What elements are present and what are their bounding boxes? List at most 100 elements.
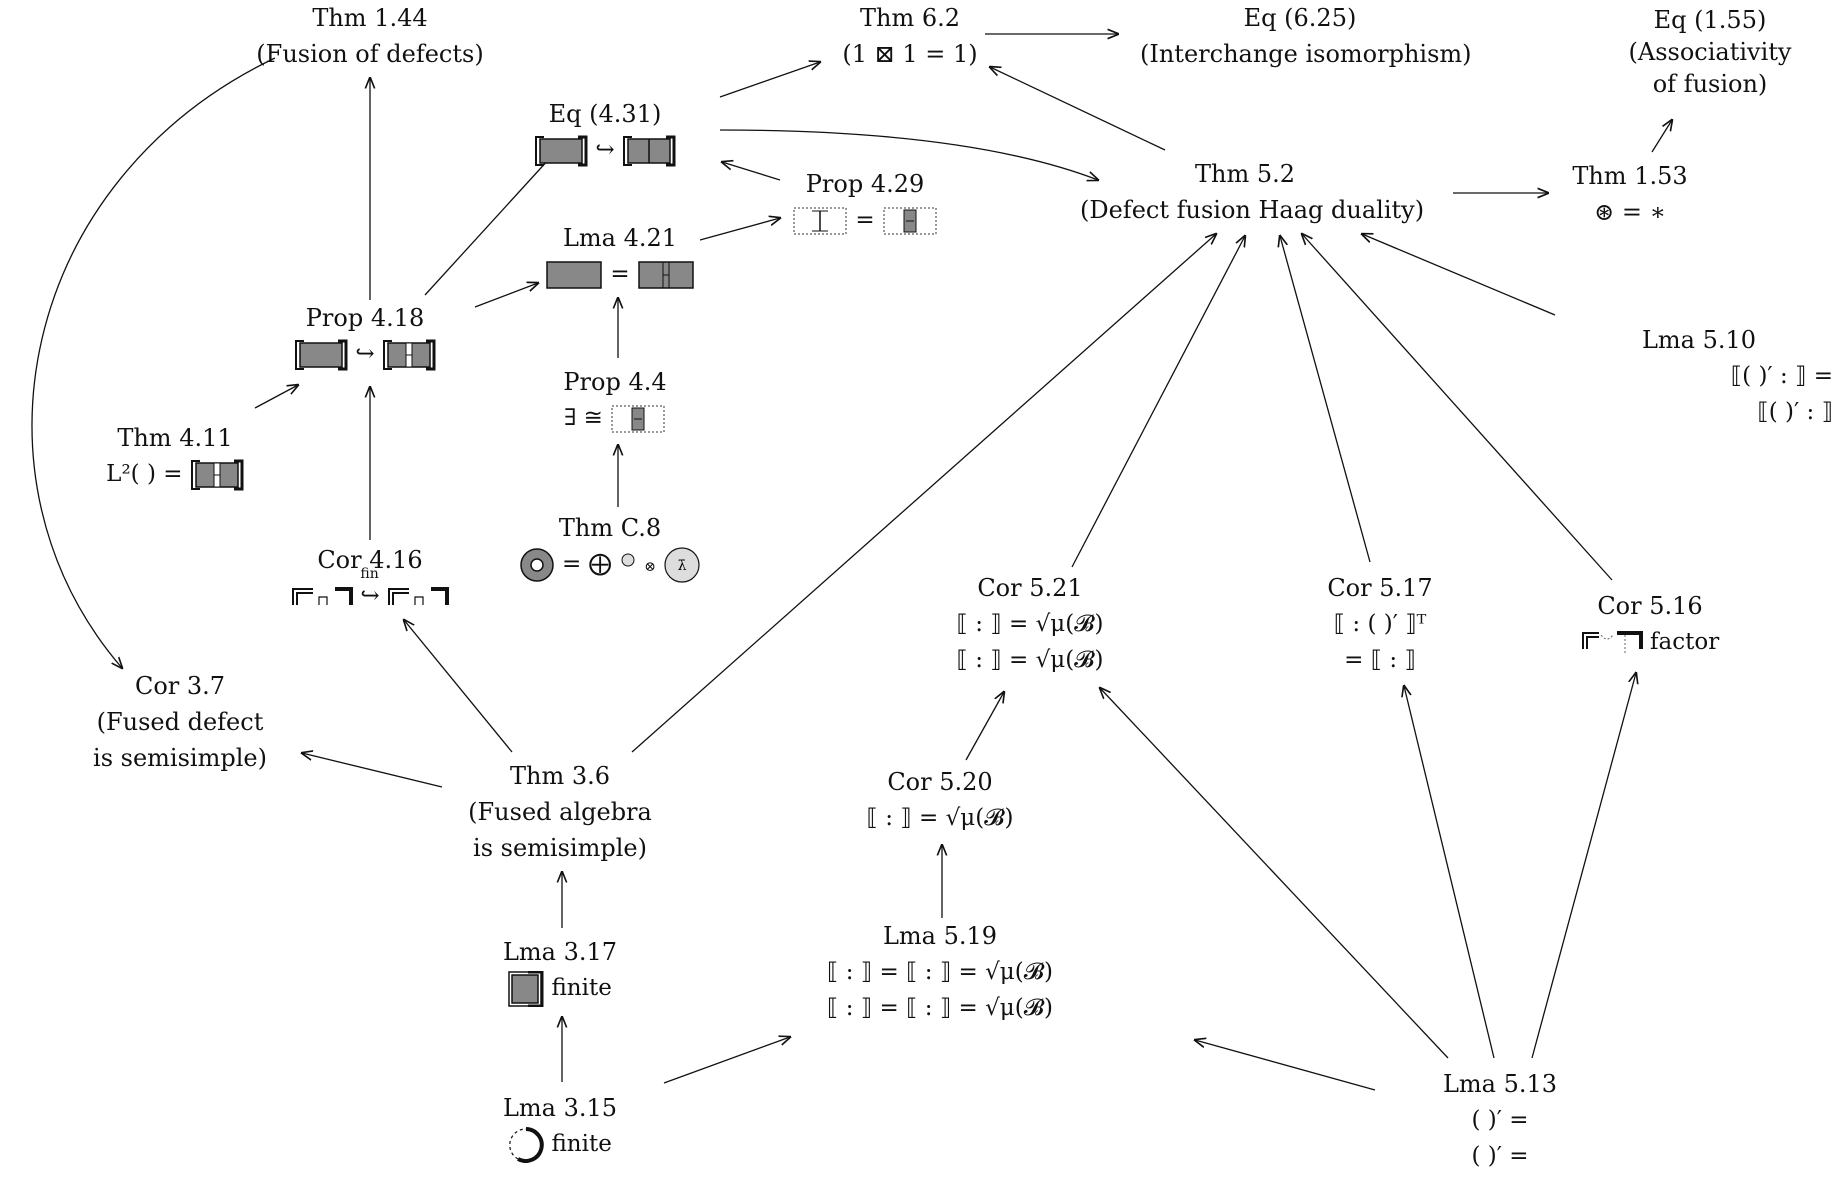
node-formula: fin↪	[270, 566, 470, 614]
node-label: Lma 5.10	[1641, 326, 1757, 354]
node-label: Thm 4.11	[117, 424, 233, 452]
edge-eq-4-31-to-thm-6-2	[719, 62, 820, 98]
node-formula: =	[530, 256, 710, 292]
node-label: Thm 5.2	[1194, 160, 1296, 188]
node-formula: finite	[480, 970, 640, 1007]
edge-prop-4-18-to-eq-4-31	[424, 147, 560, 296]
node-formula-line2: = ⟦ : ⟧	[1344, 647, 1416, 673]
cut-defect-icon	[638, 261, 694, 289]
node-thm-5-2: Thm 5.2 (Defect fusion Haag duality)	[1080, 156, 1425, 228]
node-formula: ↪	[520, 132, 690, 168]
node-formula: ⊛ = ∗	[1594, 198, 1666, 226]
defect-bracket-icon	[1581, 631, 1643, 655]
edge-lma-4-21-to-prop-4-29	[699, 218, 780, 241]
node-prop-4-4: Prop 4.4 ∃ ≅	[525, 364, 705, 436]
node-label: Eq (1.55)	[1653, 6, 1767, 34]
node-formula: ⟦ : ⟧ = √μ(𝓑)	[866, 805, 1014, 831]
edge-eq-4-31-to-thm-5-2	[719, 129, 1098, 180]
node-formula-line1: ⟦ : ⟧ = ⟦ : ⟧ = √μ(𝓑)	[827, 959, 1053, 985]
node-subtitle-line2: is semisimple)	[473, 834, 647, 862]
node-label: Cor 4.16	[317, 546, 423, 574]
node-formula: finite	[480, 1126, 640, 1163]
node-formula: ∃ ≅	[525, 400, 705, 436]
node-thm-4-11: Thm 4.11 L²( ) =	[55, 420, 295, 492]
node-label: Cor 5.17	[1327, 574, 1433, 602]
node-subtitle: (Interchange isomorphism)	[1140, 40, 1472, 68]
node-cor-5-17: Cor 5.17 ⟦ : ( )′ ⟧ᵀ = ⟦ : ⟧	[1250, 570, 1510, 678]
small-disk-icon	[621, 553, 635, 567]
node-cor-5-20: Cor 5.20 ⟦ : ⟧ = √μ(𝓑)	[790, 764, 1090, 836]
node-thm-3-6: Thm 3.6 (Fused algebra is semisimple)	[450, 758, 670, 866]
node-label: Cor 5.20	[887, 768, 993, 796]
node-label: Cor 3.7	[134, 672, 226, 700]
node-formula-line2: ⟦ : ⟧ = ⟦ : ⟧ = √μ(𝓑)	[827, 995, 1053, 1021]
node-subtitle-line1: (Fused algebra	[468, 798, 652, 826]
hook-arrow: ↪	[360, 583, 380, 609]
cut-fused-defect-icon	[190, 459, 244, 491]
node-lma-5-13: Lma 5.13 ( )′ = ( )′ =	[1390, 1066, 1610, 1174]
fused-defect-icon	[295, 339, 348, 371]
node-label: Thm 1.44	[312, 4, 428, 32]
half-defect-icon	[292, 587, 354, 605]
edge-thm-3-6-to-thm-5-2	[631, 234, 1216, 753]
node-formula-line1: ⟦ : ( )′ ⟧ᵀ	[1333, 611, 1427, 637]
node-formula: = ⨁ ⊗ λ̄	[510, 546, 710, 585]
node-formula-line1: ⟦ : ⟧ = √μ(𝓑)	[956, 611, 1104, 637]
node-eq-1-55: Eq (1.55) (Associativity of fusion)	[1610, 4, 1810, 100]
node-label: Lma 3.15	[502, 1094, 618, 1122]
edge-lma-5-13-to-cor-5-17	[1404, 686, 1495, 1059]
node-label: Eq (6.25)	[1243, 4, 1357, 32]
node-label: Cor 5.21	[977, 574, 1083, 602]
edge-lma-3-15-to-lma-5-19	[663, 1037, 790, 1084]
framed-square-icon	[508, 971, 544, 1007]
node-thm-6-2: Thm 6.2 (1 ⊠ 1 = 1)	[820, 0, 1000, 72]
node-label: Thm C.8	[558, 514, 662, 542]
node-subtitle: (1 ⊠ 1 = 1)	[842, 40, 978, 68]
node-subtitle-line2: of fusion)	[1652, 70, 1768, 98]
cut-fused-defect-icon	[382, 339, 436, 371]
edge-thm-1-53-to-eq-1-55	[1651, 120, 1672, 153]
node-subtitle-line1: (Fused defect	[96, 708, 264, 736]
node-prop-4-29: Prop 4.29 =	[780, 166, 950, 238]
node-subtitle: (Defect fusion Haag duality)	[1080, 196, 1425, 224]
node-prop-4-18: Prop 4.18 ↪	[275, 300, 455, 372]
split-defect-icon	[622, 135, 676, 167]
dotted-bar-icon	[883, 207, 937, 235]
node-label: Cor 5.16	[1597, 592, 1703, 620]
node-formula-line1: ( )′ =	[1471, 1107, 1529, 1133]
node-label: Lma 5.19	[882, 922, 998, 950]
node-label: Thm 3.6	[509, 762, 611, 790]
edge-thm-5-2-to-thm-6-2	[990, 67, 1166, 151]
half-defect-icon	[387, 587, 449, 605]
node-lma-3-15: Lma 3.15 finite	[480, 1090, 640, 1163]
node-eq-6-25: Eq (6.25) (Interchange isomorphism)	[1140, 0, 1472, 72]
node-formula: =	[780, 202, 950, 238]
node-label: Prop 4.18	[305, 304, 425, 332]
node-thm-c-8: Thm C.8 = ⨁ ⊗ λ̄	[510, 510, 710, 585]
node-label: Lma 5.13	[1442, 1070, 1558, 1098]
node-label: Thm 1.53	[1572, 162, 1688, 190]
annulus-icon	[519, 548, 554, 582]
solid-defect-icon	[546, 261, 602, 289]
node-eq-4-31: Eq (4.31) ↪	[520, 96, 690, 168]
node-cor-5-16: Cor 5.16 factor	[1560, 588, 1740, 660]
node-label: Lma 4.21	[562, 224, 678, 252]
node-formula-line2: ( )′ =	[1471, 1143, 1529, 1169]
node-subtitle-line2: is semisimple)	[93, 744, 267, 772]
node-cor-4-16: Cor 4.16 fin↪	[270, 542, 470, 614]
edge-thm-3-6-to-cor-3-7	[302, 753, 443, 788]
edge-lma-5-13-to-cor-5-21	[1100, 688, 1449, 1059]
node-cor-3-7: Cor 3.7 (Fused defect is semisimple)	[80, 668, 280, 776]
edge-cor-5-17-to-thm-5-2	[1280, 236, 1371, 563]
node-label: Prop 4.29	[805, 170, 925, 198]
svg-text:λ̄: λ̄	[678, 558, 687, 574]
edge-prop-4-18-to-lma-4-21	[474, 283, 538, 308]
edge-thm-4-11-to-prop-4-18	[254, 385, 298, 409]
node-cor-5-21: Cor 5.21 ⟦ : ⟧ = √μ(𝓑) ⟦ : ⟧ = √μ(𝓑)	[870, 570, 1190, 678]
node-formula-line2: ⟦ : ⟧ = √μ(𝓑)	[956, 647, 1104, 673]
fused-defect-icon	[535, 135, 588, 167]
edge-cor-5-20-to-cor-5-21	[965, 692, 1004, 761]
node-lma-4-21: Lma 4.21 =	[530, 220, 710, 292]
dotted-interval-icon	[793, 207, 847, 235]
